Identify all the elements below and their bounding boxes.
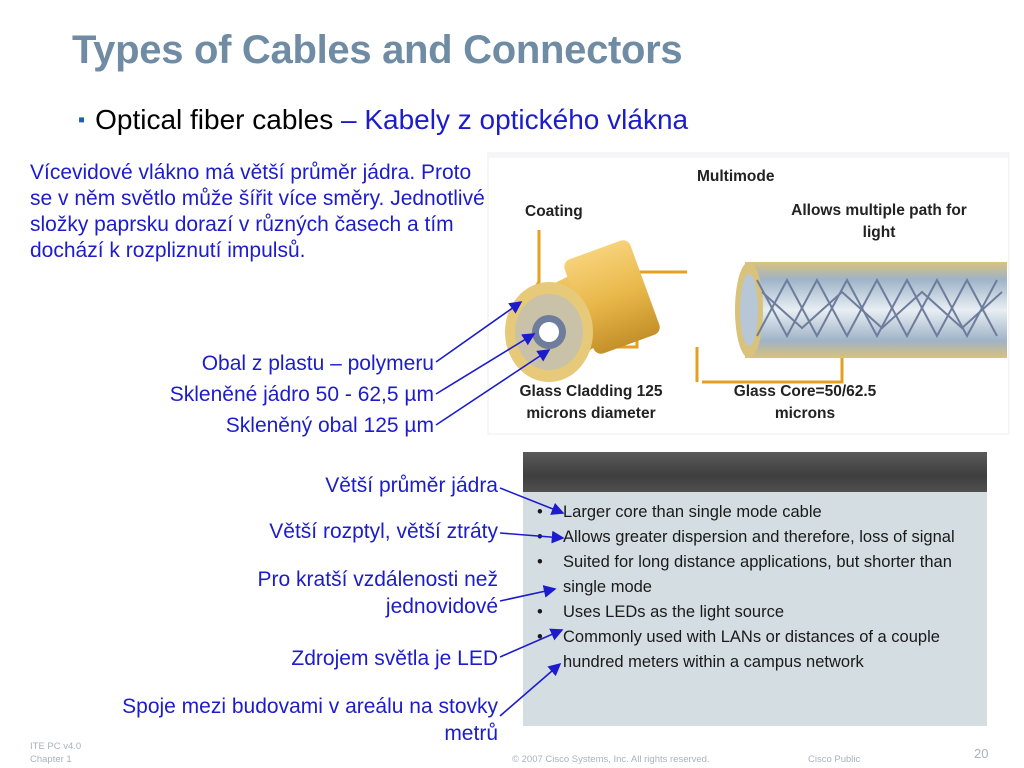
light-paths: [756, 277, 1003, 339]
characteristics-panel: •Larger core than single mode cable •All…: [523, 452, 987, 726]
heading-multimode: Multimode: [697, 168, 775, 185]
label-campus-links: Spoje mezi budovami v areálu na stovky m…: [122, 695, 498, 745]
label-shorter-distance: Pro kratší vzdálenosti než jednovidové: [257, 568, 498, 618]
footer-page-number: 20: [974, 746, 989, 761]
fiber-illustration: [487, 152, 1010, 435]
label-greater-dispersion: Větší rozptyl, větší ztráty: [269, 520, 498, 543]
label-glass-cladding: Skleněný obal 125 µm: [225, 414, 434, 437]
list-item: •Suited for long distance applications, …: [537, 550, 973, 600]
slide-title: Types of Cables and Connectors: [72, 28, 683, 72]
bullet-dot: •: [537, 553, 543, 571]
label-plastic-coating: Obal z plastu – polymeru: [201, 352, 434, 375]
label-larger-core: Větší průměr jádra: [325, 474, 498, 497]
label-glass-core: Skleněné jádro 50 - 62,5 µm: [169, 383, 434, 406]
label-multiple-path: Allows multiple path for light: [791, 202, 967, 241]
footer-copyright: © 2007 Cisco Systems, Inc. All rights re…: [512, 754, 710, 765]
cable-end-view: [505, 240, 660, 382]
list-item: •Uses LEDs as the light source: [537, 600, 973, 625]
bullet-dot: •: [537, 528, 543, 546]
label-led-source: Zdrojem světla je LED: [291, 647, 498, 670]
bullet-dot: •: [537, 603, 543, 621]
subtitle-english: Optical fiber cables: [95, 104, 334, 135]
subtitle-czech: – Kabely z optického vlákna: [333, 104, 689, 135]
characteristics-list: •Larger core than single mode cable •All…: [537, 500, 973, 675]
footer-classification: Cisco Public: [808, 754, 861, 765]
footer-chapter: Chapter 1: [30, 754, 72, 765]
bullet-dot: •: [537, 628, 543, 646]
bullet-dot: •: [537, 503, 543, 521]
list-item: •Allows greater dispersion and therefore…: [537, 525, 973, 550]
label-coating: Coating: [525, 203, 583, 220]
description-text: Vícevidové vlákno má větší průměr jádra.…: [30, 161, 485, 262]
label-glass-core-diagram: Glass Core=50/62.5 microns: [733, 383, 877, 422]
fiber-tube: [735, 262, 1007, 358]
multimode-fiber-diagram: Multimode Coating Allows multiple path f…: [487, 152, 1010, 435]
subtitle: ▪ Optical fiber cables – Kabely z optické…: [78, 104, 688, 136]
list-item: •Larger core than single mode cable: [537, 500, 973, 525]
label-glass-cladding-diagram: Glass Cladding 125 microns diameter: [519, 383, 663, 422]
panel-header-bar: [523, 452, 987, 492]
square-bullet-icon: ▪: [78, 109, 86, 131]
list-item: •Commonly used with LANs or distances of…: [537, 625, 973, 675]
footer-course: ITE PC v4.0: [30, 741, 82, 752]
